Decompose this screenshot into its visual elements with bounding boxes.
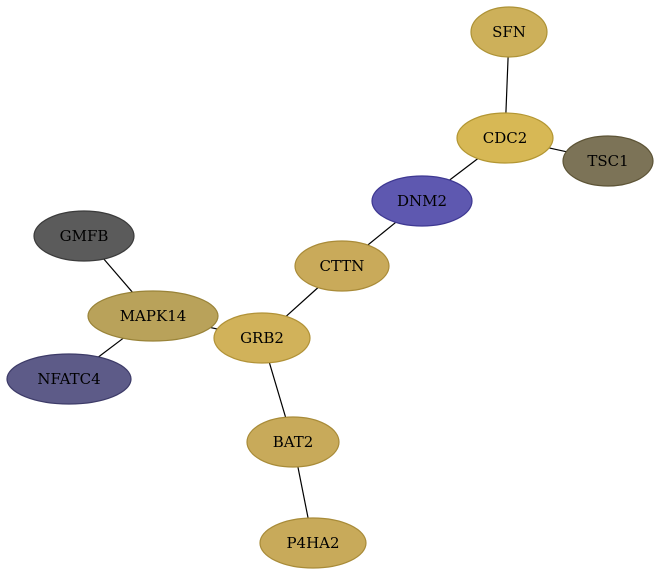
node-ellipse <box>87 290 219 342</box>
node-label: MAPK14 <box>120 307 187 325</box>
edge-cttn-grb2 <box>285 287 319 317</box>
node-ellipse <box>246 416 340 468</box>
edge-dnm2-cttn <box>367 221 397 246</box>
node-ellipse <box>294 240 390 292</box>
edge-cdc2-dnm2 <box>449 158 479 181</box>
node-dnm2[interactable]: DNM2 <box>371 175 473 227</box>
edge-grb2-bat2 <box>268 362 287 418</box>
node-label: NFATC4 <box>37 370 100 388</box>
node-label: GRB2 <box>240 329 284 347</box>
node-cdc2[interactable]: CDC2 <box>456 112 554 164</box>
edge-mapk14-nfatc4 <box>98 337 124 358</box>
node-ellipse <box>33 210 135 262</box>
node-label: P4HA2 <box>286 534 339 552</box>
node-ellipse <box>259 517 367 569</box>
node-ellipse <box>6 353 132 405</box>
node-bat2[interactable]: BAT2 <box>246 416 340 468</box>
node-ellipse <box>456 112 554 164</box>
edge-gmfb-mapk14 <box>103 258 133 293</box>
node-tsc1[interactable]: TSC1 <box>562 135 654 187</box>
node-label: TSC1 <box>587 152 628 170</box>
node-label: CDC2 <box>483 129 528 147</box>
edge-sfn-cdc2 <box>505 56 509 114</box>
node-ellipse <box>470 6 548 58</box>
node-label: BAT2 <box>273 433 314 451</box>
node-p4ha2[interactable]: P4HA2 <box>259 517 367 569</box>
node-nfatc4[interactable]: NFATC4 <box>6 353 132 405</box>
node-cttn[interactable]: CTTN <box>294 240 390 292</box>
node-ellipse <box>213 312 311 364</box>
node-ellipse <box>562 135 654 187</box>
node-label: SFN <box>492 23 526 41</box>
edge-cdc2-tsc1 <box>548 147 567 153</box>
node-gmfb[interactable]: GMFB <box>33 210 135 262</box>
node-ellipse <box>371 175 473 227</box>
node-label: CTTN <box>320 257 365 275</box>
node-label: DNM2 <box>397 192 447 210</box>
edge-bat2-p4ha2 <box>297 466 309 519</box>
edges-layer <box>98 56 567 519</box>
node-mapk14[interactable]: MAPK14 <box>87 290 219 342</box>
node-label: GMFB <box>60 227 109 245</box>
edge-mapk14-grb2 <box>210 327 218 330</box>
node-sfn[interactable]: SFN <box>470 6 548 58</box>
node-grb2[interactable]: GRB2 <box>213 312 311 364</box>
